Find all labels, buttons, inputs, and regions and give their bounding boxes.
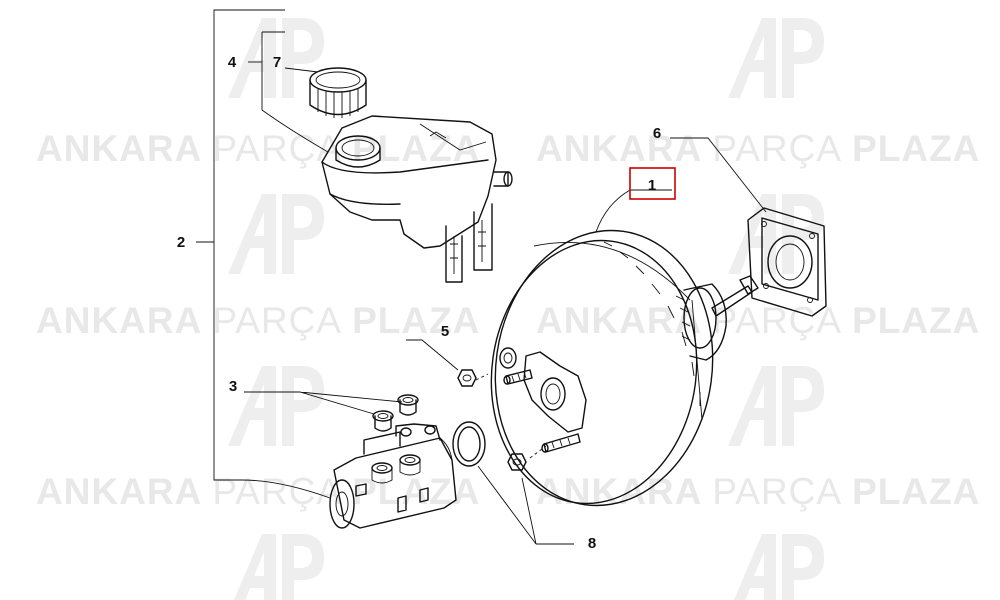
watermark-word: PLAZA xyxy=(352,300,480,341)
watermark-word: PARÇA xyxy=(712,128,842,169)
leader-part-8 xyxy=(477,465,574,545)
highlight-box xyxy=(629,167,676,200)
o-ring-seal[interactable] xyxy=(452,421,486,467)
watermark-logo-icon xyxy=(228,18,324,98)
watermark-word: ANKARA xyxy=(536,128,702,169)
watermark-word: ANKARA xyxy=(36,300,202,341)
watermark-word: PLAZA xyxy=(352,128,480,169)
watermark-word: ANKARA xyxy=(36,128,202,169)
callout-6[interactable]: 6 xyxy=(653,125,661,142)
watermark-word: PLAZA xyxy=(852,128,980,169)
booster-gasket[interactable] xyxy=(670,137,827,317)
nut-upper[interactable] xyxy=(406,339,489,387)
master-cylinder[interactable] xyxy=(329,423,457,529)
watermark-logo-icon xyxy=(728,366,824,446)
grommets[interactable] xyxy=(244,391,419,432)
watermark-word: PARÇA xyxy=(712,471,842,512)
callout-2[interactable]: 2 xyxy=(177,234,185,251)
callout-5[interactable]: 5 xyxy=(441,323,449,340)
watermark-word: PARÇA xyxy=(212,471,342,512)
watermark-word: PARÇA xyxy=(212,300,342,341)
watermark-logo-icon xyxy=(233,534,324,600)
watermark-word: ANKARA xyxy=(36,471,202,512)
reservoir-cap[interactable] xyxy=(309,67,367,118)
watermark-logo-icon xyxy=(733,534,824,600)
callouts: 1 2 3 4 5 6 7 8 xyxy=(177,54,661,552)
callout-7[interactable]: 7 xyxy=(273,54,281,71)
callout-4[interactable]: 4 xyxy=(228,54,237,71)
watermark-word: PLAZA xyxy=(852,471,980,512)
callout-1[interactable]: 1 xyxy=(648,177,656,194)
brake-booster[interactable] xyxy=(475,189,759,520)
watermark-logo-icon xyxy=(728,194,824,274)
watermark-word: PLAZA xyxy=(852,300,980,341)
watermark-logo-icon xyxy=(228,366,324,446)
watermark-word: PARÇA xyxy=(212,128,342,169)
watermark-word: ANKARA xyxy=(536,471,702,512)
callout-3[interactable]: 3 xyxy=(229,378,237,395)
watermark-word: PLAZA xyxy=(352,471,480,512)
watermark-logos xyxy=(228,18,824,600)
callout-8[interactable]: 8 xyxy=(588,535,596,552)
fluid-reservoir[interactable] xyxy=(321,115,513,283)
watermark-logo-icon xyxy=(228,194,324,274)
watermark-word: ANKARA xyxy=(536,300,702,341)
group-bracket xyxy=(196,9,331,499)
nut-lower[interactable] xyxy=(507,445,547,471)
watermark-word: PARÇA xyxy=(712,300,842,341)
watermark-logo-icon xyxy=(728,18,824,98)
